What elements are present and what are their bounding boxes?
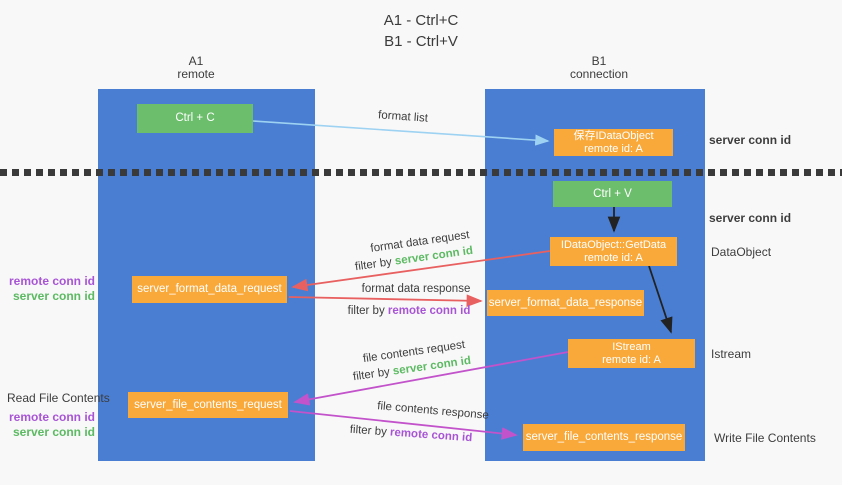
node-server-file-contents-request-label: server_file_contents_request: [134, 398, 282, 411]
arrow-format-data-response: [288, 294, 483, 307]
column-header-b1: B1 connection: [570, 55, 628, 81]
filter-by-text: filter by: [347, 305, 385, 317]
node-istream-line1: IStream: [612, 340, 651, 353]
node-server-format-data-response: server_format_data_response: [487, 290, 644, 316]
left-server-conn-id-top: server conn id: [12, 288, 95, 303]
arrow-file-contents-request: [293, 351, 569, 406]
node-save-idataobject-line1: 保存IDataObject: [573, 129, 654, 142]
left-server-conn-id-bottom: server conn id: [12, 424, 95, 439]
arrow-format-data-request: [291, 250, 551, 292]
left-conn-id-stack-top: remote conn id server conn id: [0, 274, 95, 303]
remote-conn-id-text: remote conn id: [387, 305, 471, 317]
left-remote-conn-id-bottom: remote conn id: [8, 410, 95, 424]
side-label-dataobject: DataObject: [711, 245, 772, 259]
column-b1-name: B1: [591, 54, 607, 68]
title-line-1: A1 - Ctrl+C: [383, 12, 459, 29]
node-server-file-contents-response: server_file_contents_response: [523, 424, 685, 451]
node-ctrl-v: Ctrl + V: [553, 181, 672, 207]
node-server-file-contents-response-label: server_file_contents_response: [525, 431, 683, 443]
arrow-format-list: [252, 120, 550, 146]
node-server-format-data-request-label: server_format_data_request: [137, 283, 282, 295]
left-remote-conn-id-top: remote conn id: [8, 274, 95, 288]
side-label-istream: Istream: [711, 347, 752, 361]
node-server-format-data-request: server_format_data_request: [132, 276, 287, 303]
edge-label-format-data-response-text: format data response: [361, 283, 471, 295]
node-save-idataobject-line2: remote id: A: [584, 142, 643, 155]
column-header-a1: A1 remote: [177, 55, 214, 81]
diagram-title: A1 - Ctrl+C B1 - Ctrl+V: [0, 10, 842, 52]
arrow-file-contents-response: [289, 410, 518, 440]
node-server-format-data-response-label: server_format_data_response: [488, 296, 643, 309]
side-label-server-conn-id-mid: server conn id: [709, 211, 792, 225]
column-b1-subtitle: connection: [569, 67, 629, 81]
column-a1-name: A1: [188, 54, 204, 68]
node-ctrl-c-label: Ctrl + C: [175, 112, 215, 124]
side-label-write-file-contents: Write File Contents: [714, 431, 816, 445]
dotted-divider: [0, 169, 842, 176]
title-line-2: B1 - Ctrl+V: [384, 33, 458, 50]
edge-label-format-data-response: format data response: [362, 283, 471, 295]
column-a1-subtitle: remote: [177, 67, 215, 81]
arrow-getdata-to-istream: [648, 265, 673, 334]
node-save-idataobject: 保存IDataObject remote id: A: [554, 129, 673, 156]
node-idataobject-getdata: IDataObject::GetData remote id: A: [550, 237, 677, 266]
node-ctrl-c: Ctrl + C: [137, 104, 253, 133]
node-idataobject-getdata-line2: remote id: A: [584, 251, 643, 264]
filter-by-text: filter by: [349, 423, 388, 439]
node-ctrl-v-label: Ctrl + V: [593, 187, 632, 200]
node-istream-line2: remote id: A: [602, 353, 661, 366]
edge-label-filter-by-remote-conn-id-1: filter by remote conn id: [348, 305, 471, 317]
node-idataobject-getdata-line1: IDataObject::GetData: [560, 238, 667, 251]
side-label-server-conn-id-top: server conn id: [709, 133, 792, 147]
node-server-file-contents-request: server_file_contents_request: [128, 392, 288, 418]
node-istream: IStream remote id: A: [568, 339, 695, 368]
side-label-read-file-contents: Read File Contents: [7, 391, 110, 405]
left-conn-id-stack-bottom: remote conn id server conn id: [0, 410, 95, 439]
